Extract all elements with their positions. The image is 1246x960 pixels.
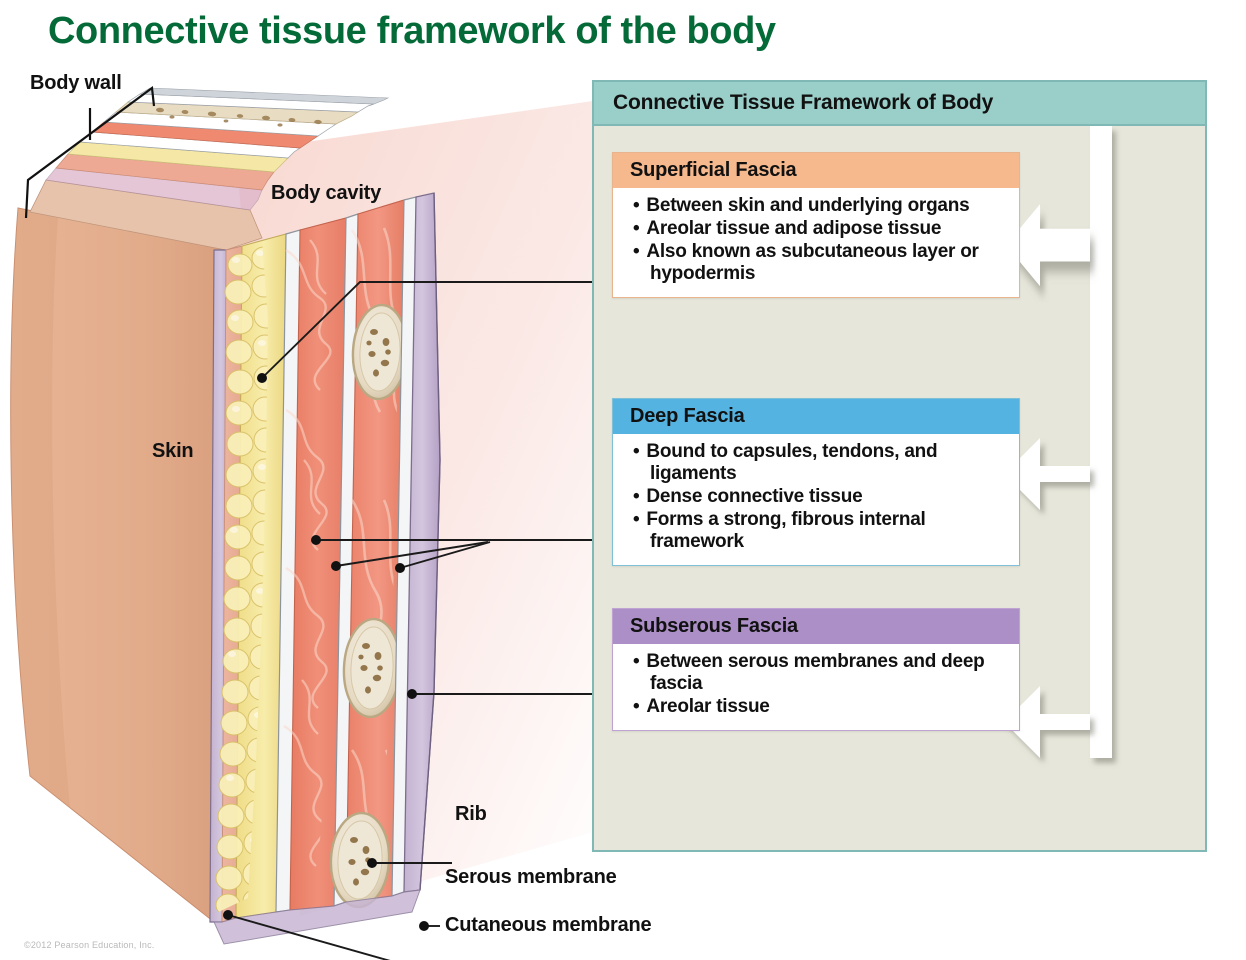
skin-outer-surface [10, 207, 227, 924]
list-item: Areolar tissue and adipose tissue [633, 218, 1009, 240]
card-subserous-title: Subserous Fascia [613, 609, 1019, 644]
leader-dots [223, 373, 429, 931]
leader-lines [227, 281, 600, 960]
list-item: Between serous membranes and deep fascia [633, 651, 1009, 695]
list-item: Bound to capsules, tendons, and ligament… [633, 441, 1009, 485]
rib-bone-upper [351, 303, 409, 401]
list-item: Dense connective tissue [633, 486, 1009, 508]
list-item: Forms a strong, fibrous internal framewo… [633, 509, 1009, 553]
label-cutaneous-membrane: Cutaneous membrane [445, 914, 652, 936]
card-subserous-fascia[interactable]: Subserous Fascia Between serous membrane… [612, 608, 1020, 732]
body-wall-illustration [0, 60, 600, 960]
card-superficial-title: Superficial Fascia [613, 153, 1019, 188]
list-item: Between skin and underlying organs [633, 195, 1009, 217]
copyright-notice: ©2012 Pearson Education, Inc. [24, 940, 155, 950]
panel-body: Superficial Fascia Between skin and unde… [594, 126, 1205, 852]
muscle-fiber-texture-1 [283, 239, 332, 867]
arrow-to-deep [1004, 438, 1090, 510]
label-body-wall: Body wall [30, 72, 122, 94]
panel-header: Connective Tissue Framework of Body [594, 82, 1205, 126]
list-item: Also known as subcutaneous layer or hypo… [633, 241, 1009, 285]
card-subserous-body: Between serous membranes and deep fascia… [613, 644, 1019, 731]
arrow-to-superficial [1006, 204, 1090, 287]
body-wall-bracket [24, 85, 156, 219]
arrow-to-subserous [1004, 686, 1090, 758]
card-superficial-body: Between skin and underlying organs Areol… [613, 188, 1019, 298]
panel-header-title: Connective Tissue Framework of Body [613, 91, 994, 114]
label-skin: Skin [152, 440, 194, 462]
connective-tissue-framework-panel: Connective Tissue Framework of Body Supe… [592, 80, 1207, 852]
rib-bone-lower [342, 617, 402, 719]
card-deep-fascia[interactable]: Deep Fascia Bound to capsules, tendons, … [612, 398, 1020, 567]
label-serous-membrane: Serous membrane [445, 866, 617, 888]
card-superficial-fascia[interactable]: Superficial Fascia Between skin and unde… [612, 152, 1020, 299]
card-deep-body: Bound to capsules, tendons, and ligament… [613, 434, 1019, 566]
arrow-bracket [1004, 126, 1112, 758]
top-cut-face [29, 87, 390, 251]
card-deep-title: Deep Fascia [613, 399, 1019, 434]
page-title: Connective tissue framework of the body [48, 10, 776, 52]
label-body-cavity: Body cavity [271, 182, 382, 204]
label-rib: Rib [455, 803, 487, 825]
list-item: Areolar tissue [633, 696, 1009, 718]
